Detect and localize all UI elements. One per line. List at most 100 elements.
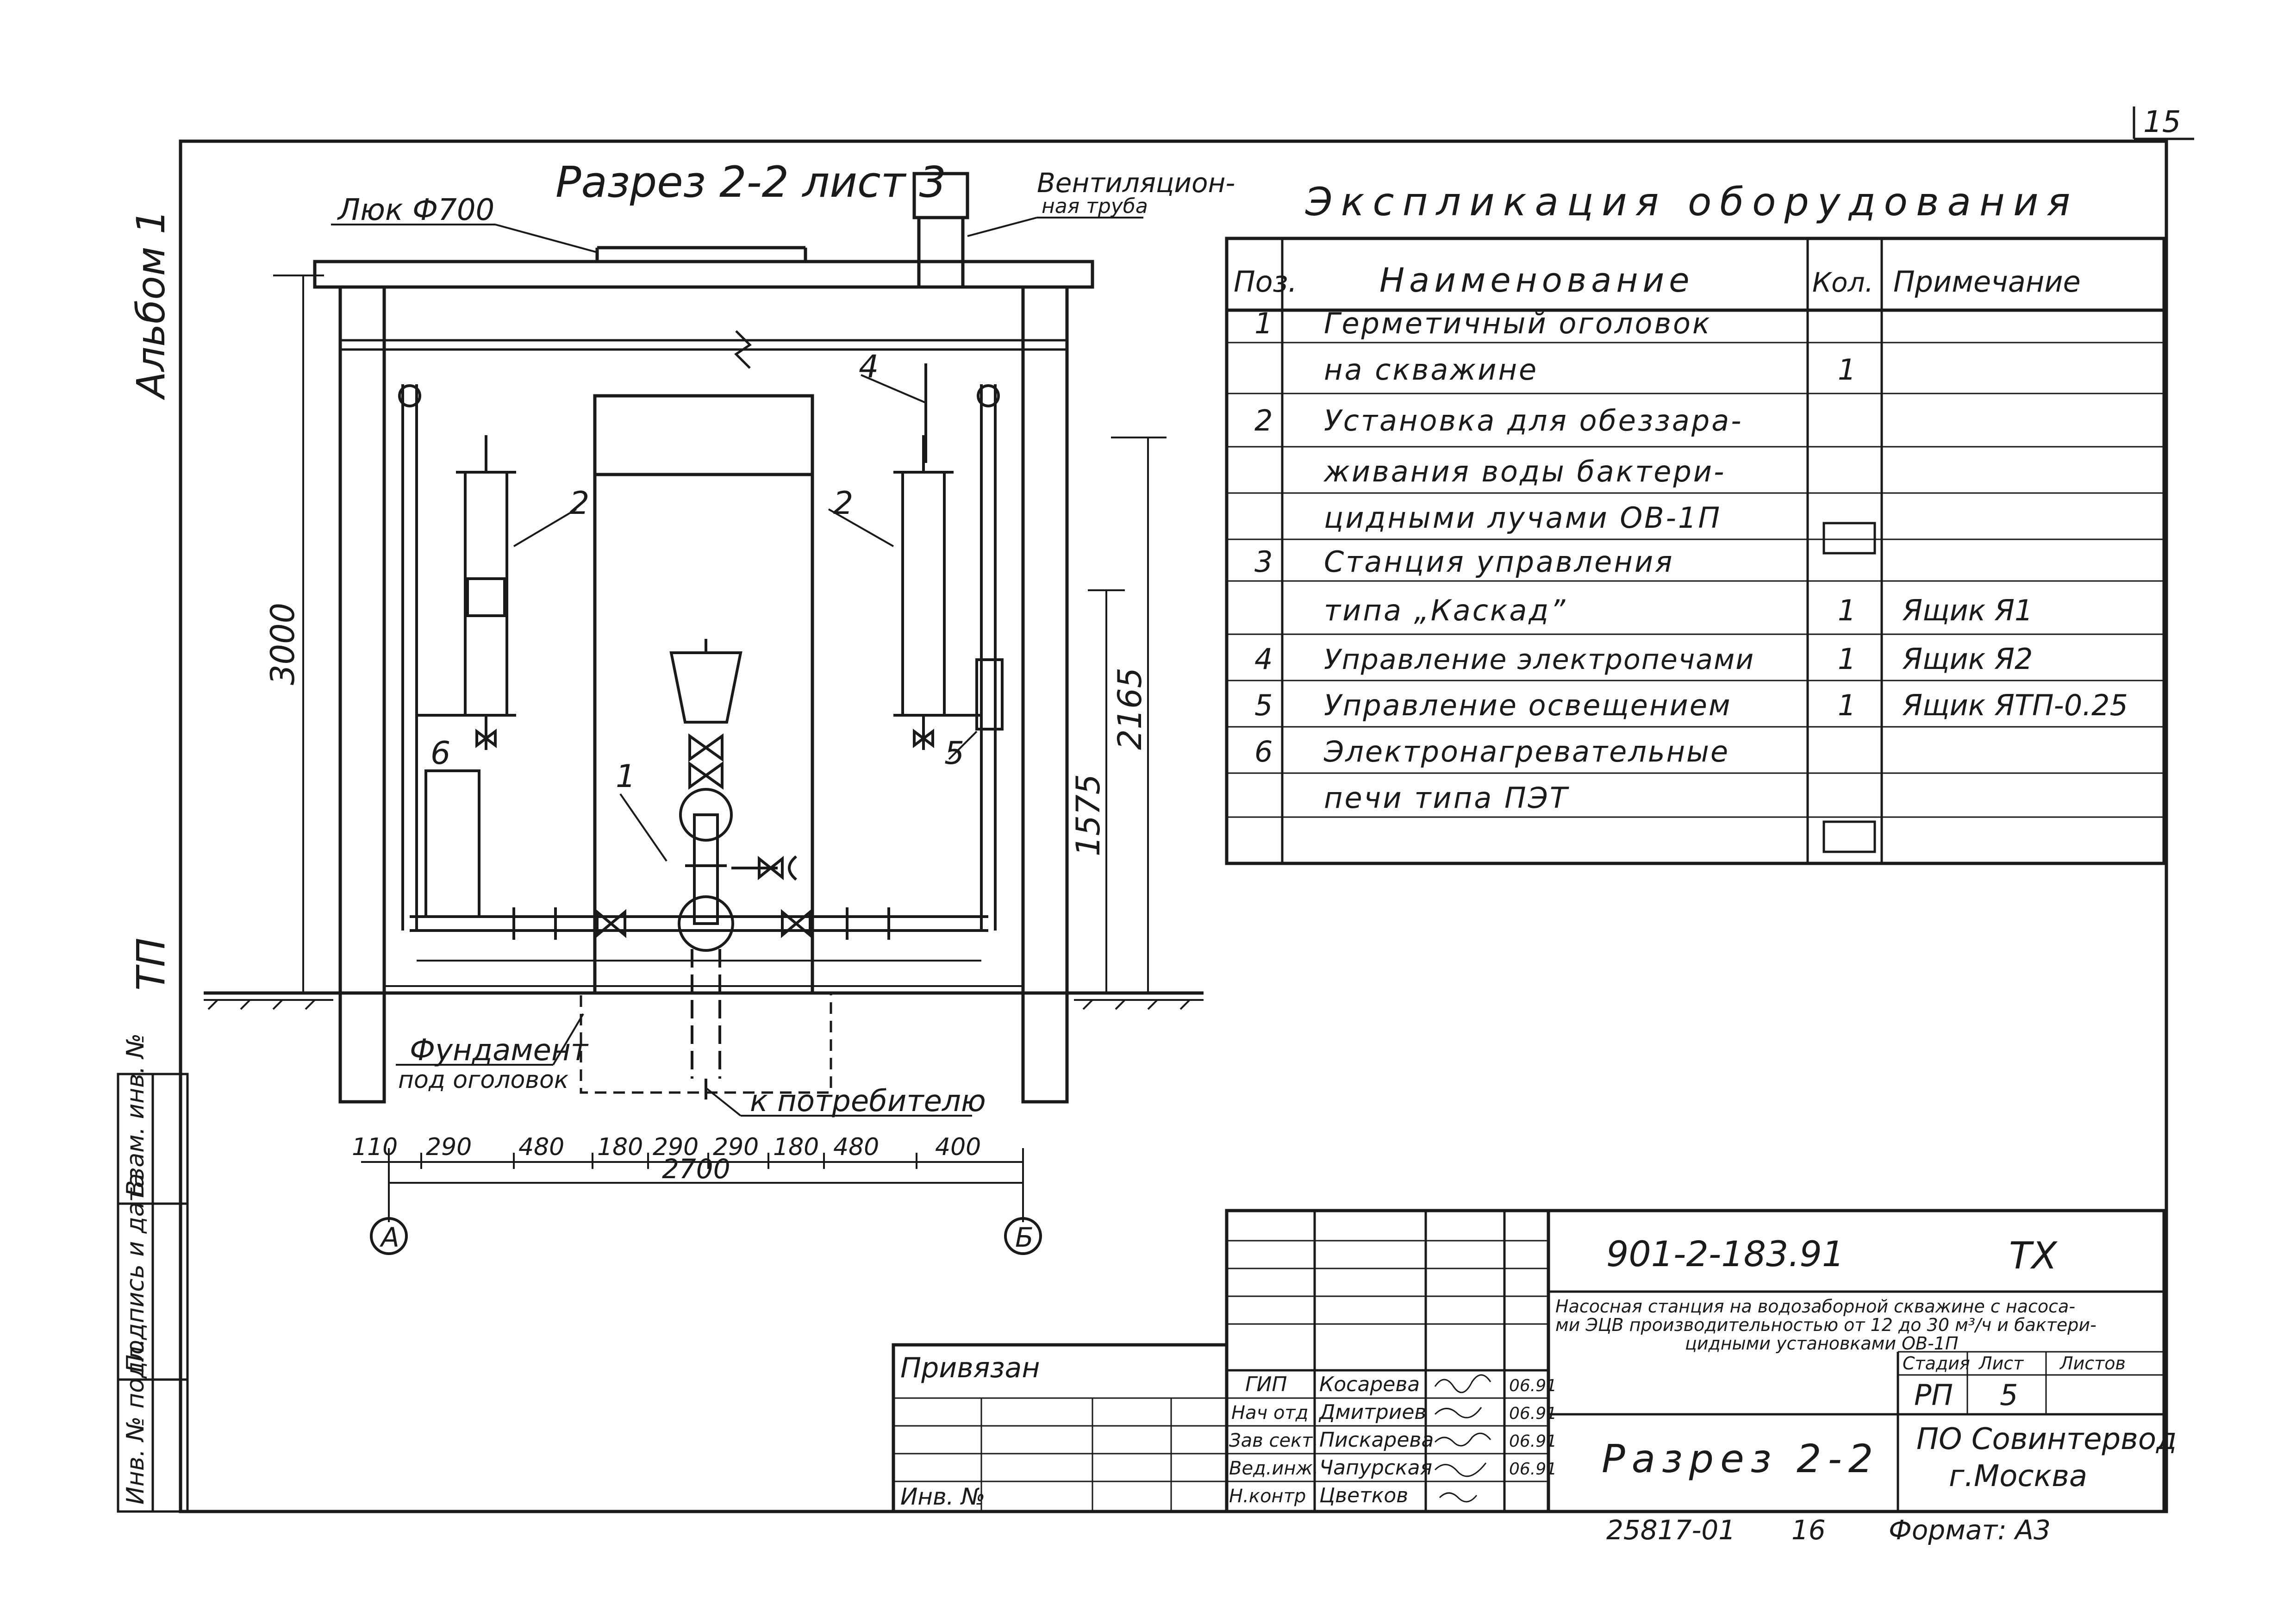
explication-rows: 1 Герметичный оголовок на скважине 1 2 У… bbox=[1254, 306, 2128, 815]
person-name: Чапурская bbox=[1319, 1456, 1432, 1480]
explication-table bbox=[1225, 237, 2166, 865]
sign-date: 06.91 bbox=[1509, 1404, 1557, 1423]
dim-4: 290 bbox=[653, 1133, 699, 1161]
axis-a: А bbox=[379, 1222, 399, 1253]
table-row-pos: 4 bbox=[1254, 642, 1273, 676]
organization-1: ПО Совинтервод bbox=[1916, 1422, 2177, 1456]
table-row-name: Управление электропечами bbox=[1324, 643, 1754, 676]
table-row-qty: 1 bbox=[1838, 688, 1856, 722]
album-label: Альбом 1 bbox=[128, 210, 174, 400]
col-header-note: Примечание bbox=[1893, 265, 2081, 299]
sheet-value: 5 bbox=[2000, 1378, 2018, 1412]
pos-label-4: 4 bbox=[859, 349, 879, 385]
stage-value: РП bbox=[1914, 1378, 1953, 1412]
table-row-name: Установка для обеззара- bbox=[1324, 404, 1743, 437]
side-stamp-label-replace: Взам. инв. № bbox=[122, 1033, 150, 1197]
side-stamp bbox=[117, 1073, 189, 1513]
col-header-qty: Кол. bbox=[1812, 267, 1873, 298]
horizontal-dims bbox=[361, 1148, 1024, 1222]
side-stamp-label-inv: Инв. № подл. bbox=[122, 1338, 150, 1505]
table-row-note: Ящик Я2 bbox=[1902, 642, 2033, 676]
sign-date: 06.91 bbox=[1509, 1376, 1557, 1395]
sheet-header: Лист bbox=[1978, 1353, 2024, 1374]
pos-label-2-right: 2 bbox=[833, 485, 853, 522]
table-row-name: печи типа ПЭТ bbox=[1324, 781, 1569, 815]
drawing-name: Разрез 2-2 bbox=[1602, 1436, 1879, 1481]
table-row-name: Управление освещением bbox=[1324, 688, 1732, 722]
footer-number: 25817-01 bbox=[1606, 1514, 1735, 1546]
sheets-header: Листов bbox=[2059, 1353, 2126, 1374]
table-row-name: Станция управления bbox=[1324, 545, 1674, 579]
table-row-name: живания воды бактери- bbox=[1323, 455, 1726, 488]
person-name: Пискарева bbox=[1319, 1428, 1434, 1452]
table-row-note: Ящик ЯТП-0.25 bbox=[1902, 688, 2128, 722]
vertical-dims bbox=[273, 275, 1167, 994]
callout-leaders bbox=[331, 217, 1143, 1117]
uv-units bbox=[424, 435, 1004, 918]
table-row-qty: 1 bbox=[1838, 353, 1856, 387]
pos-label-1: 1 bbox=[616, 758, 636, 795]
doc-mark: ТХ bbox=[2009, 1234, 2058, 1277]
table-row-name: Герметичный оголовок bbox=[1324, 306, 1711, 340]
dim-2165: 2165 bbox=[1111, 668, 1149, 750]
dim-1: 290 bbox=[426, 1133, 472, 1161]
position-leaders bbox=[513, 374, 978, 862]
col-header-pos: Поз. bbox=[1234, 265, 1297, 299]
hatch-label: Люк Ф700 bbox=[337, 193, 494, 227]
vent-label-1: Вентиляцион- bbox=[1037, 167, 1235, 199]
role-label: Н.контр bbox=[1229, 1486, 1306, 1507]
role-label: Вед.инж. bbox=[1229, 1458, 1318, 1479]
bound-label: Привязан bbox=[900, 1352, 1040, 1384]
doc-description-1: Насосная станция на водозаборной скважин… bbox=[1555, 1296, 2075, 1317]
table-row-pos: 6 bbox=[1254, 735, 1273, 768]
explication-title: Экспликация оборудования bbox=[1305, 179, 2078, 225]
person-name: Цветков bbox=[1319, 1484, 1408, 1507]
table-row-pos: 2 bbox=[1254, 404, 1273, 437]
role-label: Зав сект. bbox=[1229, 1430, 1318, 1451]
dim-total: 2700 bbox=[662, 1153, 730, 1185]
footer-sheet: 16 bbox=[1791, 1514, 1826, 1546]
section-title: Разрез 2-2 лист 3 bbox=[555, 157, 946, 207]
table-row-name: на скважине bbox=[1324, 353, 1538, 387]
building-section bbox=[204, 172, 1204, 1104]
table-row-name: Электронагревательные bbox=[1323, 735, 1729, 768]
col-header-name: Наименование bbox=[1379, 261, 1694, 300]
table-row-name: цидными лучами ОВ-1П bbox=[1324, 501, 1722, 535]
sign-date: 06.91 bbox=[1509, 1432, 1557, 1451]
format-label: Формат: А3 bbox=[1889, 1514, 2051, 1546]
person-name: Дмитриев bbox=[1318, 1400, 1426, 1424]
doc-code: 901-2-183.91 bbox=[1606, 1233, 1844, 1274]
section-code-label: ТП bbox=[128, 938, 174, 991]
table-row-name: типа „Каскад” bbox=[1324, 593, 1567, 627]
piping bbox=[398, 363, 1000, 1099]
ground-hatch bbox=[204, 999, 1204, 1010]
dim-1575: 1575 bbox=[1069, 774, 1107, 856]
table-row-pos: 1 bbox=[1254, 306, 1273, 340]
stage-header: Стадия bbox=[1903, 1353, 1970, 1374]
pos-label-2-left: 2 bbox=[569, 485, 589, 522]
table-row-pos: 3 bbox=[1254, 545, 1273, 579]
foundation-label-1: Фундамент bbox=[410, 1033, 589, 1068]
person-name: Косарева bbox=[1319, 1373, 1420, 1396]
doc-description-2: ми ЭЦВ производительностью от 12 до 30 м… bbox=[1555, 1315, 2096, 1335]
table-row-qty: 1 bbox=[1838, 593, 1856, 627]
table-row-note: Ящик Я1 bbox=[1902, 593, 2033, 627]
signatures bbox=[1434, 1374, 1491, 1503]
table-row-pos: 5 bbox=[1254, 688, 1273, 722]
sign-date: 06.91 bbox=[1509, 1460, 1557, 1479]
consumer-label: к потребителю bbox=[750, 1084, 986, 1118]
axis-markers bbox=[370, 1217, 1042, 1255]
inv-label: Инв. № bbox=[900, 1483, 985, 1510]
signature-rows: ГИП Нач отд Зав сект. Вед.инж. Н.контр К… bbox=[1229, 1373, 1557, 1507]
role-label: Нач отд bbox=[1231, 1402, 1308, 1424]
organization-2: г.Москва bbox=[1949, 1459, 2087, 1493]
dim-0: 110 bbox=[352, 1133, 398, 1161]
dim-6: 180 bbox=[773, 1133, 819, 1161]
dim-3: 180 bbox=[597, 1133, 643, 1161]
axis-b: Б bbox=[1015, 1222, 1034, 1253]
pos-label-5: 5 bbox=[944, 735, 964, 772]
dim-5: 290 bbox=[713, 1133, 759, 1161]
doc-description-3: цидными установками ОВ-1П bbox=[1685, 1333, 1959, 1354]
side-stamp-label-sign: Подпись и дата bbox=[122, 1173, 150, 1373]
